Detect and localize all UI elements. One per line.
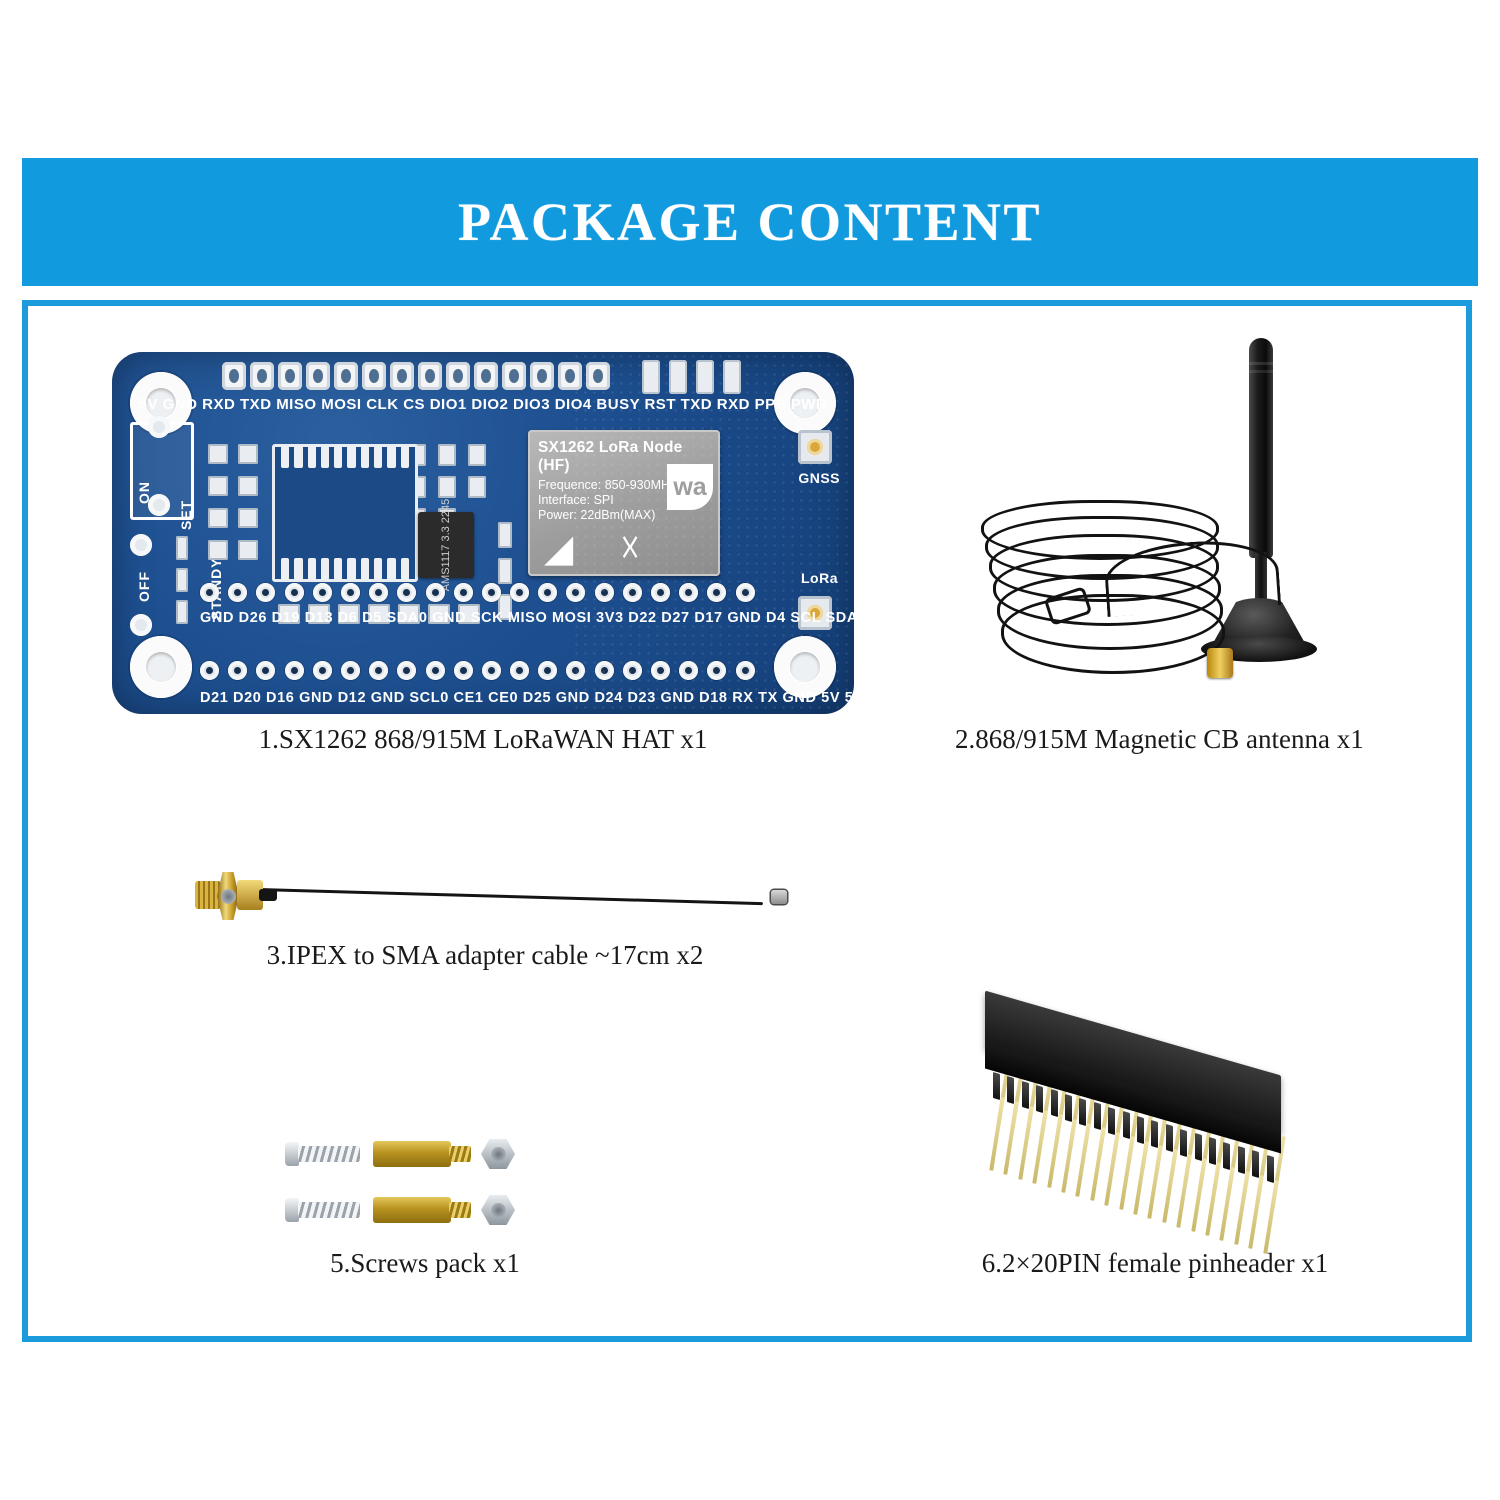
antenna-rod [1249,338,1273,558]
esd-warning-icon: ◢ [544,528,574,570]
on-switch-pad[interactable] [130,534,152,556]
voltage-regulator-chip: AMS1117 3.3 2245 [418,499,474,591]
item-ipex-sma-cable-image [175,862,795,932]
ipex-u-fl-connector [771,890,787,904]
brass-standoff [373,1197,471,1223]
connector-label-lora: LoRa [801,570,838,586]
hex-nut [481,1195,515,1225]
module-power: Power: 22dBm(MAX) [538,508,656,522]
machine-screw [285,1197,365,1223]
coax-cable [253,887,763,906]
pcb-board: 5V GND RXD TXD MISO MOSI CLK CS DIO1 DIO… [112,352,854,714]
silkscreen-label-set: SET [178,499,194,530]
gnss-ipex-connector[interactable] [798,430,832,464]
top-pin-labels: 5V GND RXD TXD MISO MOSI CLK CS DIO1 DIO… [138,396,828,413]
screws-row-top [285,1132,565,1176]
antenna-sma-connector [1207,648,1233,678]
sma-cable-boot [259,889,277,901]
caption-item-3: 3.IPEX to SMA adapter cable ~17cm x2 [266,940,704,970]
screws-row-bottom [285,1188,565,1232]
header-bar: PACKAGE CONTENT [22,158,1478,286]
gpio-pin-row-lower [200,661,755,680]
brass-standoff [373,1141,471,1167]
off-switch-pad[interactable] [130,614,152,636]
weee-bin-icon: ☓ [620,528,641,570]
pinheader-pins-front [975,1005,1335,1254]
sma-thread [195,881,221,909]
module-frequence: Frequence: 850-930MHz [538,478,677,492]
sma-hex-nut [217,872,239,920]
module-interface: Interface: SPI [538,493,614,507]
antenna-neck [1255,552,1267,608]
mounting-hole-bottom-left [130,636,192,698]
mounting-hole-top-right [774,372,836,434]
set-button-pad-top[interactable] [148,416,170,438]
silkscreen-label-off: OFF [136,571,152,602]
item-screws-pack-image [285,1132,565,1242]
caption-item-1: 1.SX1262 868/915M LoRaWAN HAT x1 [258,724,708,754]
regulator-marking: AMS1117 3.3 2245 [440,498,452,592]
module-title: SX1262 LoRa Node (HF) [538,439,683,474]
lora-ipex-connector[interactable] [798,596,832,630]
caption-item-2: 2.868/915M Magnetic CB antenna x1 [955,724,1364,754]
uart-solder-pads [642,360,741,394]
sma-female-connector [195,870,277,922]
machine-screw [285,1141,365,1167]
page-title: PACKAGE CONTENT [457,192,1043,252]
waveshare-logo-icon: wa [667,464,713,510]
top-solder-pads [222,362,610,390]
mcu-chip [272,444,418,582]
gpio-labels-upper: GND D26 D19 D13 D6 D5 SDA0 GND SCK MISO … [200,610,854,626]
caption-item-6: 6.2×20PIN female pinheader x1 [981,1248,1329,1278]
set-button-pad-bottom[interactable] [148,494,170,516]
connector-label-gnss: GNSS [798,470,840,486]
sma-barrel [237,880,263,910]
item-magnetic-antenna-image [975,330,1325,690]
antenna-cable-coil [981,500,1239,676]
sx1262-module-label: SX1262 LoRa Node (HF) Frequence: 850-930… [528,430,720,576]
gpio-pin-row-upper [200,583,755,602]
item-pinheader-image [975,990,1335,1254]
hex-nut [481,1139,515,1169]
caption-item-5: 5.Screws pack x1 [330,1248,520,1278]
mounting-hole-bottom-right [774,636,836,698]
silkscreen-label-on: ON [136,481,152,504]
item-lorawan-hat-image: 5V GND RXD TXD MISO MOSI CLK CS DIO1 DIO… [112,352,854,714]
gpio-labels-lower: D21 D20 D16 GND D12 GND SCL0 CE1 CE0 D25… [200,690,854,706]
